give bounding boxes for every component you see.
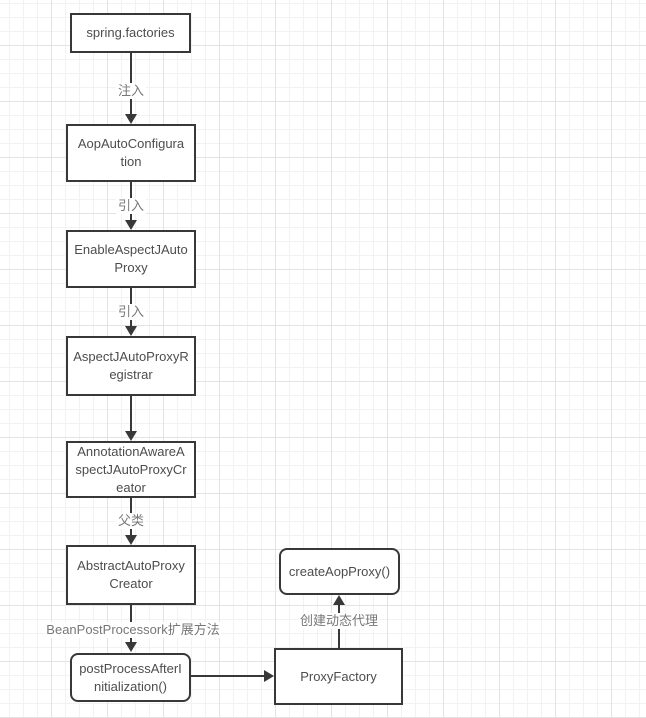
node-create-aop-proxy[interactable]: createAopProxy() [279, 548, 400, 595]
node-proxy-factory[interactable]: ProxyFactory [274, 648, 403, 705]
edge-import1-label: 引入 [115, 198, 147, 214]
node-abstract-auto-proxy-creator[interactable]: AbstractAutoProxy Creator [66, 545, 196, 605]
edge-to-proxy-factory-line [191, 675, 265, 677]
node-enable-aspectj-auto-proxy[interactable]: EnableAspectJAuto Proxy [66, 230, 196, 288]
edge-create-dynamic-proxy-label: 创建动态代理 [297, 613, 381, 629]
edge-import2-label: 引入 [115, 304, 147, 320]
edge-bean-post-processor-label: BeanPostProcessork扩展方法 [44, 622, 222, 638]
node-post-process-after-initialization[interactable]: postProcessAfterI nitialization() [70, 653, 191, 702]
node-spring-factories[interactable]: spring.factories [70, 13, 191, 53]
node-aspectj-auto-proxy-registrar[interactable]: AspectJAutoProxyR egistrar [66, 336, 196, 396]
edge-registrar-creator-line [130, 396, 132, 432]
node-aop-auto-configuration[interactable]: AopAutoConfigura tion [66, 124, 196, 182]
edge-import2-arrowhead-icon [125, 326, 137, 336]
edge-registrar-creator-arrowhead-icon [125, 431, 137, 441]
edge-to-proxy-factory-arrowhead-icon [264, 670, 274, 682]
node-annotation-aware-aspectj-auto-proxy-creator[interactable]: AnnotationAwareA spectJAutoProxyCr eator [66, 441, 196, 498]
edge-create-dynamic-proxy-arrowhead-icon [333, 595, 345, 605]
edge-import1-arrowhead-icon [125, 220, 137, 230]
edge-inject-arrowhead-icon [125, 114, 137, 124]
edge-parent-class-arrowhead-icon [125, 535, 137, 545]
edge-parent-class-label: 父类 [115, 513, 147, 529]
edge-inject-label: 注入 [115, 83, 147, 99]
edge-bean-post-processor-arrowhead-icon [125, 642, 137, 652]
